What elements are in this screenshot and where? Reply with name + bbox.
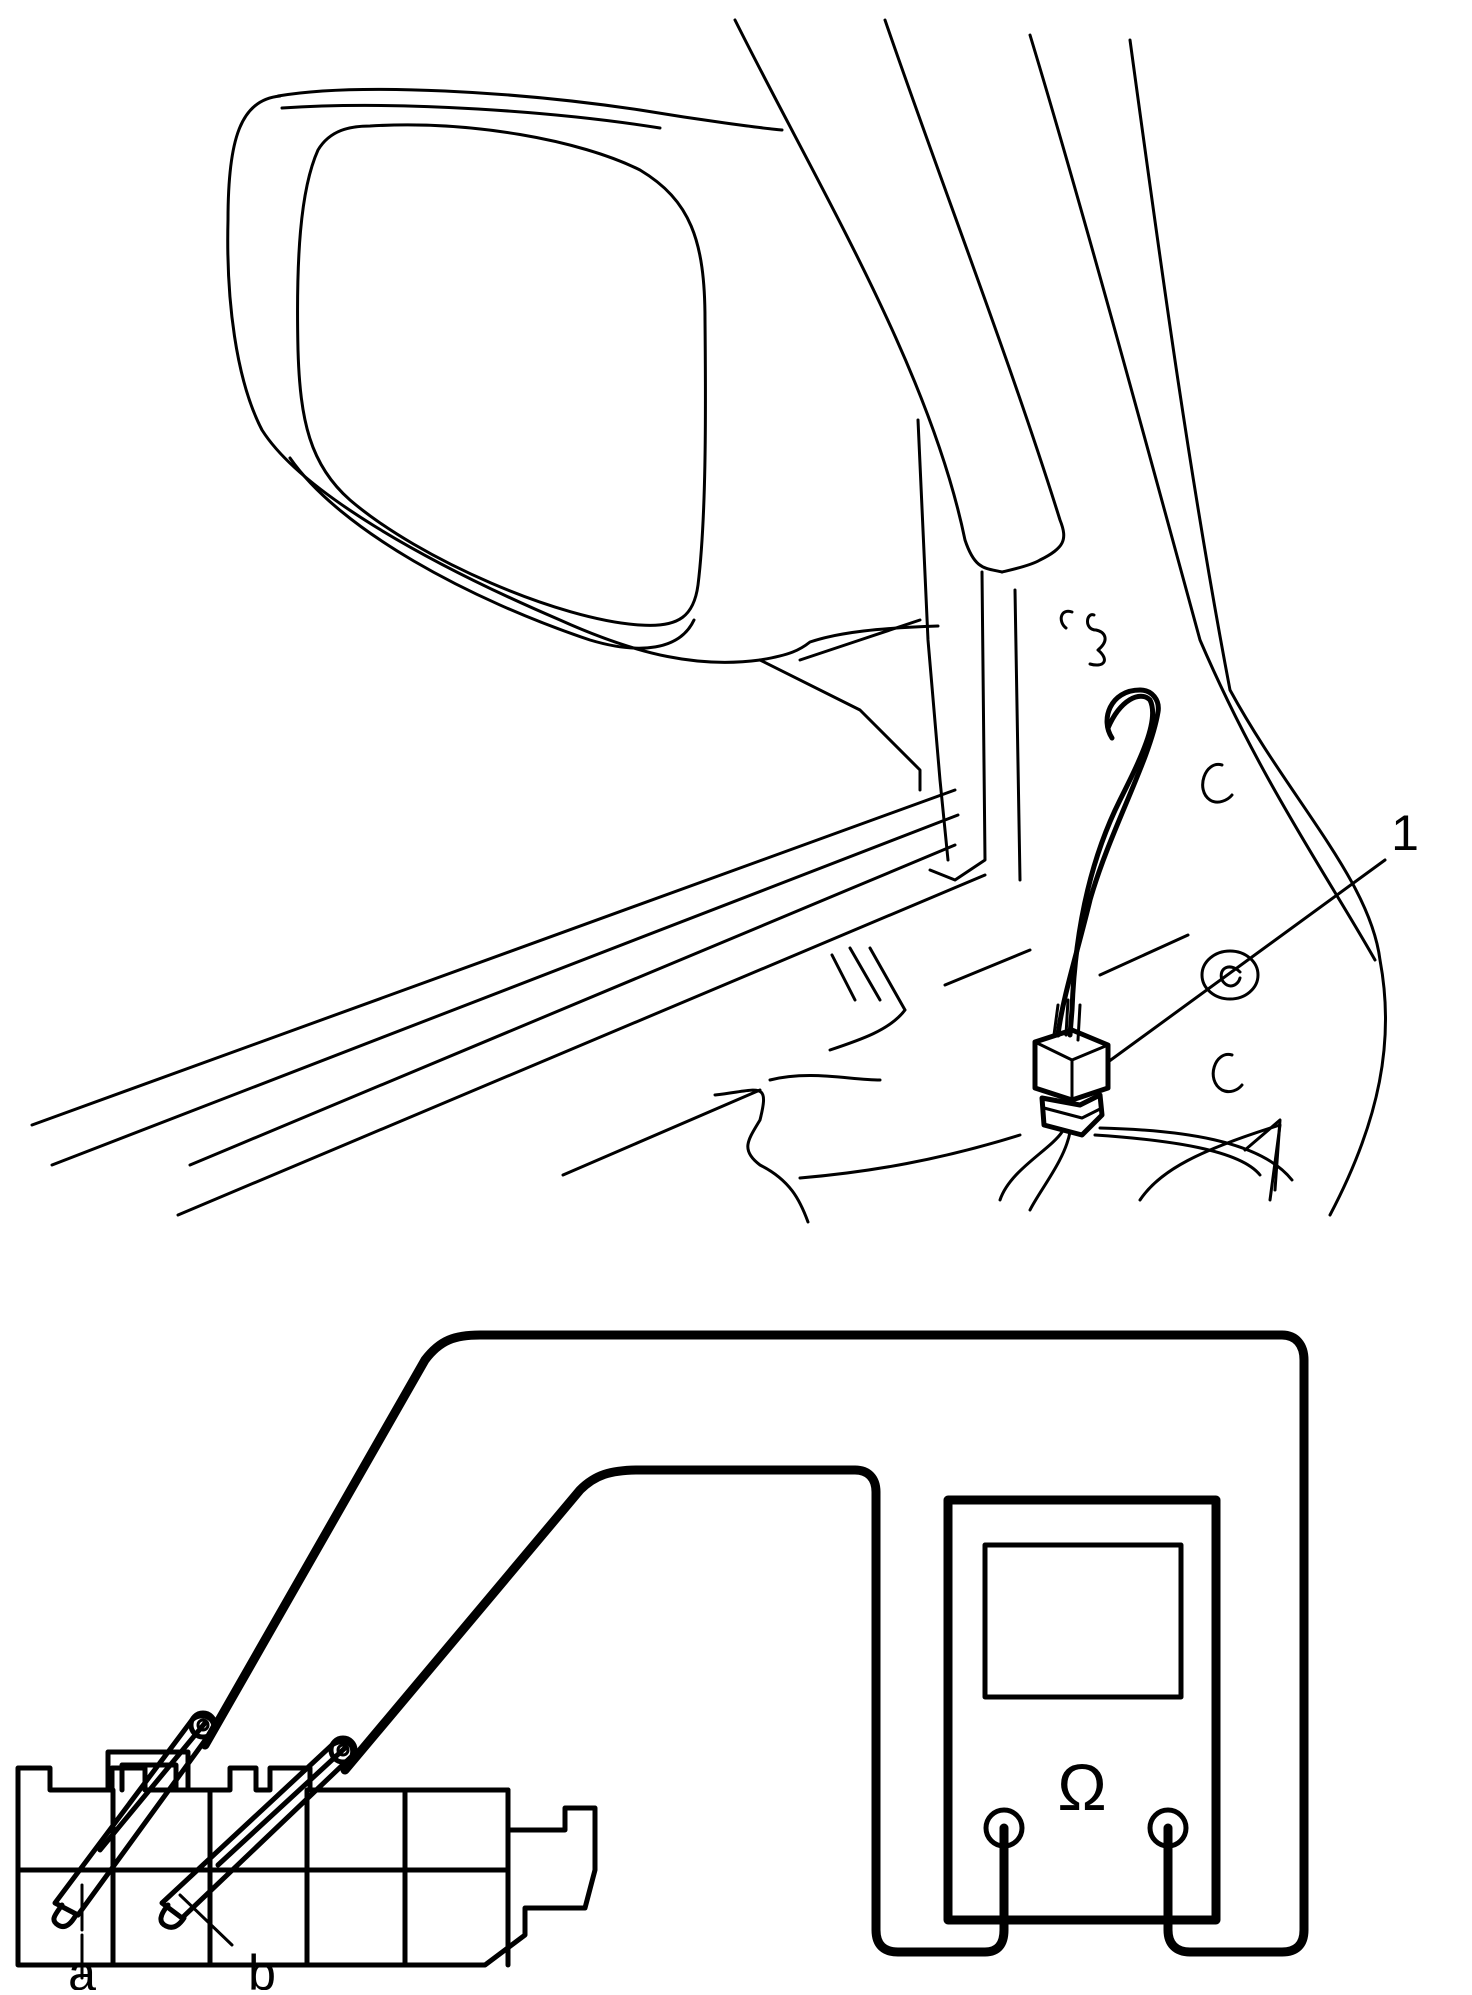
window-frame-line-2: [883, 18, 1066, 574]
window-frame-line-4: [1128, 38, 1388, 1217]
wire-clip: [1243, 1118, 1282, 1192]
window-frame-line-3: [1028, 33, 1377, 962]
pillar-vertical-3: [1013, 588, 1022, 882]
callout-1-label: 1: [1391, 805, 1419, 861]
sill-line-4: [176, 873, 987, 1217]
callout-1-leader: [1106, 858, 1387, 1064]
door-panel-curve-3: [768, 1074, 882, 1082]
mirror-glass: [296, 123, 707, 627]
connector-upper-face: [1033, 1040, 1110, 1102]
connector-lower-mid: [1042, 1106, 1104, 1120]
wire-harness-inner: [1055, 687, 1161, 1038]
door-panel-recess: [828, 946, 907, 1052]
mirror-housing-top: [280, 103, 662, 130]
ohmmeter: Ω: [943, 1495, 1221, 1925]
connector-upper-half: [1032, 1027, 1111, 1103]
test-lead-2: [340, 1465, 1009, 1957]
clip-mark-1: [1059, 609, 1107, 667]
mirror-mount-lines: [758, 618, 922, 792]
ohmmeter-test-illustration: a b Ω: [15, 1330, 1309, 1995]
sill-line-1: [30, 788, 957, 1127]
clip-mark-3: [1211, 1053, 1244, 1094]
mirror-glass-inner-edge: [288, 456, 696, 650]
terminal-a-label: a: [68, 1945, 96, 1990]
terminal-b-label: b: [248, 1945, 276, 1990]
wire-harness-outer: [1067, 693, 1156, 1038]
terminal-b-leader: [178, 1893, 234, 1947]
ohmmeter-display: [982, 1542, 1184, 1700]
pillar-vertical-2: [928, 570, 987, 882]
mirror-housing: [226, 87, 940, 664]
door-panel-line-3: [943, 948, 1032, 987]
wires-exit-left: [998, 1130, 1072, 1212]
ohmmeter-body: [943, 1495, 1221, 1925]
door-panel-curve: [713, 1088, 810, 1224]
ohmmeter-terminal-left: [983, 1807, 1025, 1849]
test-probe-2: [158, 1735, 358, 1930]
clip-mark-2: [1201, 763, 1234, 804]
ohmmeter-terminal-right: [1147, 1807, 1189, 1849]
ohmmeter-symbol: Ω: [1057, 1750, 1106, 1824]
door-panel-curve-2: [798, 1133, 1022, 1180]
door-illustration: 1: [30, 18, 1419, 1224]
door-panel-line-2: [1098, 933, 1190, 977]
sill-line-3: [188, 843, 957, 1167]
door-panel-line-1: [561, 1088, 762, 1177]
test-probe-1: [51, 1710, 218, 1930]
sill-line-2: [50, 813, 960, 1167]
connector-lower-half: [1039, 1092, 1105, 1138]
test-lead-1: [200, 1330, 1309, 1957]
window-frame-line-1: [733, 18, 1004, 574]
grommet: [1200, 949, 1260, 1001]
